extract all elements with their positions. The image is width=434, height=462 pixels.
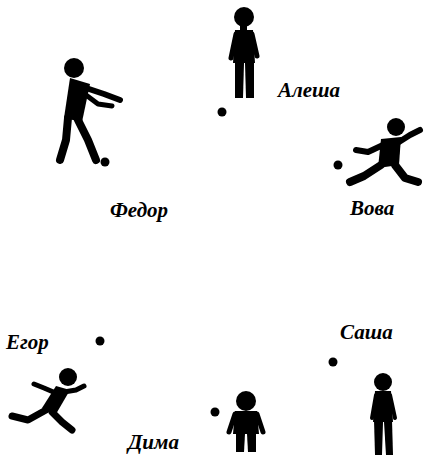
- child-figure: [350, 118, 420, 182]
- child-name: Федор: [110, 198, 168, 222]
- position-dot: [96, 108, 343, 417]
- child-figure: [229, 391, 263, 452]
- child-figure: [60, 58, 120, 160]
- child-figure: [12, 368, 84, 430]
- child-name: Вова: [350, 196, 394, 220]
- child-figure: [231, 7, 257, 98]
- child-name: Егор: [6, 330, 49, 354]
- child-name: Дима: [128, 430, 179, 454]
- child-figure: [372, 373, 395, 455]
- child-name: Алеша: [278, 78, 340, 102]
- child-name: Саша: [340, 320, 393, 344]
